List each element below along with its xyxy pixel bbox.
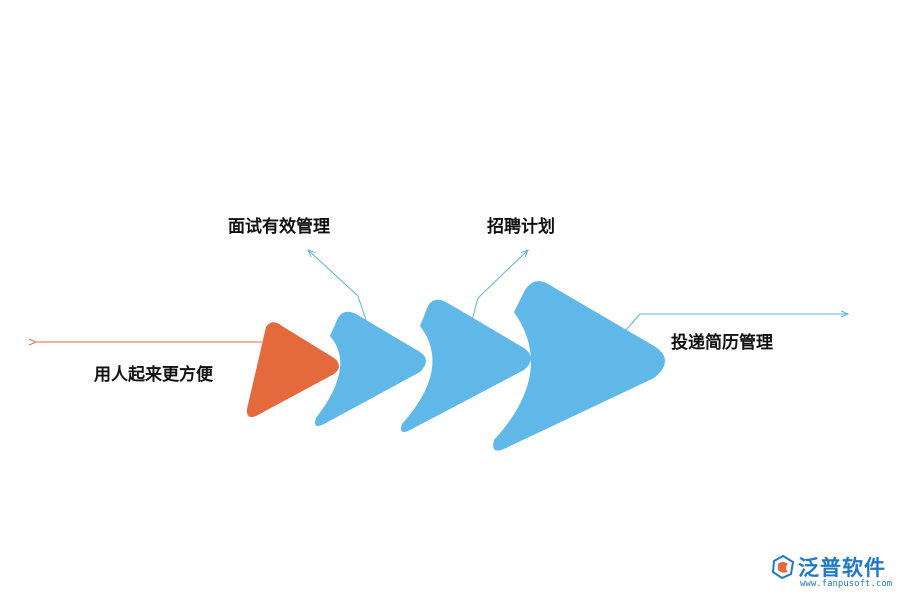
logo-mark-icon (771, 554, 795, 580)
logo-name: 泛普软件 (798, 556, 886, 580)
brand-logo: 泛普软件 www.fanpusoft.com (770, 552, 895, 596)
connector-step1-arrow (308, 250, 367, 321)
label-interview-management: 面试有效管理 (228, 217, 330, 237)
label-convenient-hiring: 用人起来更方便 (94, 365, 213, 385)
label-resume-management: 投递简历管理 (671, 333, 773, 353)
blue-chevron-step3 (493, 281, 665, 451)
connector-step3-arrow (625, 314, 848, 331)
logo-url: www.fanpusoft.com (800, 579, 893, 589)
label-recruitment-plan: 招聘计划 (487, 217, 555, 237)
blue-chevron-step1 (315, 311, 426, 426)
orange-triangle-shape (246, 322, 339, 418)
connector-step2-arrow (471, 250, 528, 321)
blue-chevron-step2 (401, 299, 531, 432)
